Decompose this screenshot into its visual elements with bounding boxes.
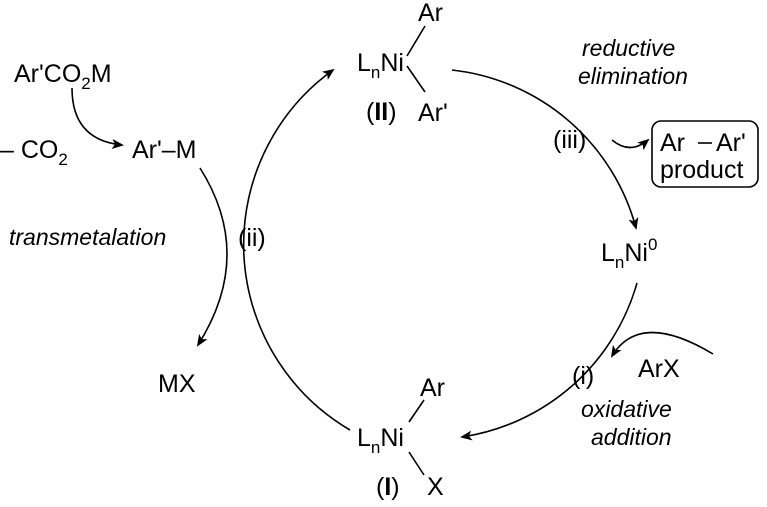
complex-I-ar-top: Ar xyxy=(420,374,445,402)
arc-transmetalation xyxy=(242,68,351,431)
arc-oxidative-addition xyxy=(460,282,638,441)
co2-loss: – CO2 xyxy=(0,136,68,169)
label-transmetalation: transmetalation xyxy=(9,224,166,250)
label-addition: addition xyxy=(591,424,672,450)
step-iii-label: (iii) xyxy=(553,126,586,154)
complex-I-label: (I) xyxy=(376,473,400,501)
arc-reductive-elimination xyxy=(451,69,639,230)
arrow-product-release xyxy=(611,138,650,151)
reagent-aryl-metal: Ar'–M xyxy=(132,136,197,164)
arrow-mx-release xyxy=(196,167,228,347)
arrow-decarboxylation xyxy=(71,87,124,149)
complex-II: Ar LnNi Ar' (II) xyxy=(357,0,448,127)
ni0-complex: LnNi0 xyxy=(601,235,657,272)
complex-I-ligand: LnNi xyxy=(357,424,404,457)
complex-II-ar-top: Ar xyxy=(418,0,443,27)
label-oxidative: oxidative xyxy=(581,396,672,422)
reagent-aryl-carboxylate: Ar'CO2M xyxy=(14,60,112,93)
label-reductive: reductive xyxy=(582,35,675,61)
step-i-label: (i) xyxy=(572,362,594,390)
arrow-arx-entry xyxy=(610,331,714,358)
complex-II-ar-bottom: Ar' xyxy=(418,99,448,127)
product-label: product xyxy=(660,156,743,184)
step-ii-label: (ii) xyxy=(238,224,266,252)
label-elimination: elimination xyxy=(578,63,688,89)
complex-I: Ar LnNi X (I) xyxy=(357,374,445,501)
product-box: Ar Ar' product xyxy=(651,120,759,188)
complex-II-label: (II) xyxy=(366,98,397,126)
byproduct-mx: MX xyxy=(158,370,196,398)
complex-II-ligand: LnNi xyxy=(357,49,404,82)
complex-I-x: X xyxy=(427,473,444,501)
product-ar2: Ar' xyxy=(716,129,746,157)
product-ar1: Ar xyxy=(660,129,685,157)
reagent-arx: ArX xyxy=(638,355,680,383)
